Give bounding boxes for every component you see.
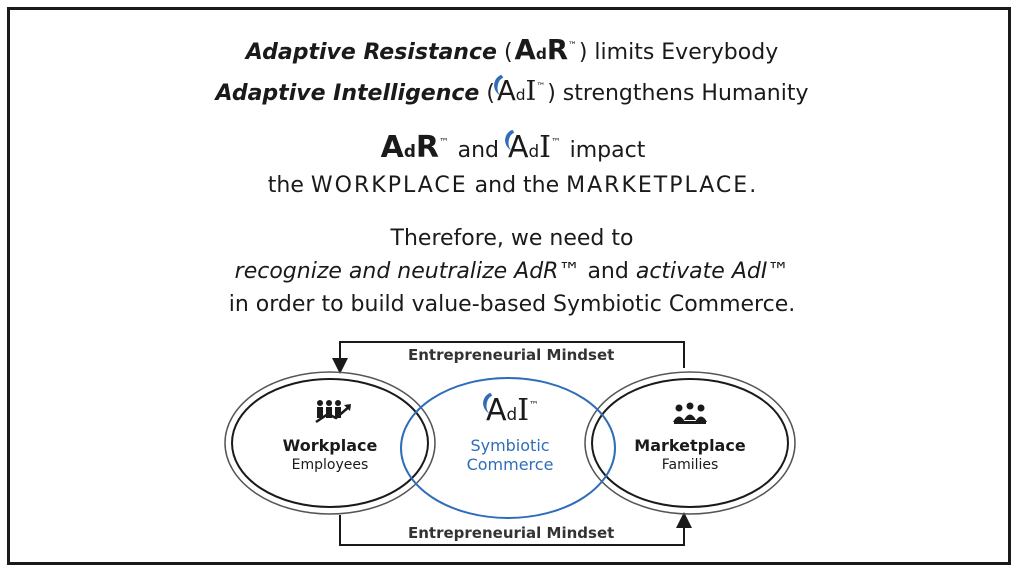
adaptive-intelligence-label: Adaptive Intelligence (215, 81, 480, 106)
top-mindset-label: Entrepreneurial Mindset (404, 346, 619, 364)
impact-line-2: the WORKPLACE and the MARKETPLACE. (0, 173, 1024, 198)
workplace-ellipse-inner (231, 378, 429, 508)
symbiotic-ellipse (400, 377, 616, 519)
marketplace-ellipse-outer (584, 371, 796, 515)
adi-logo: AdI™ (490, 70, 545, 106)
adr-logo: AdR™ (514, 34, 577, 66)
symbiotic-diagram: Entrepreneurial Mindset Entrepreneurial … (0, 330, 1024, 560)
and-text: and (450, 138, 506, 163)
adi-logo: AdI™ (501, 125, 561, 163)
paren-open: ( (503, 40, 513, 65)
workplace-ellipse-outer (224, 371, 436, 515)
workplace-label: Workplace Employees (250, 436, 410, 473)
period: . (749, 173, 757, 198)
headline-line-2: Adaptive Intelligence (AdI™) strengthens… (0, 70, 1024, 106)
symbiotic-commerce-label: Symbiotic Commerce (430, 436, 590, 474)
adaptive-resistance-label: Adaptive Resistance (245, 40, 497, 65)
marketplace-title: Marketplace (634, 436, 746, 455)
workplace-caps: WORKPLACE (310, 173, 468, 198)
impact-line-1: AdR™ and AdI™ impact (0, 125, 1024, 165)
people-growth-icon (314, 398, 354, 429)
paren-open: ( (486, 81, 495, 106)
and-the-text: and the (467, 173, 567, 198)
adr-logo: AdR™ (380, 130, 449, 165)
marketplace-caps: MARKETPLACE (566, 173, 750, 198)
commerce-text: Commerce (466, 455, 554, 474)
limits-everybody: limits Everybody (587, 40, 779, 65)
the-text: the (267, 173, 311, 198)
workplace-title: Workplace (282, 436, 378, 455)
impact-text: impact (562, 138, 646, 163)
paren-close: ) (547, 81, 556, 106)
paren-close: ) (578, 40, 588, 65)
group-meeting-icon (672, 402, 708, 431)
marketplace-ellipse-inner (591, 378, 789, 508)
headline-line-1: Adaptive Resistance (AdR™) limits Everyb… (0, 34, 1024, 66)
bottom-mindset-arrow (339, 512, 692, 546)
and-text: and (580, 259, 636, 284)
families-subtitle: Families (661, 457, 719, 473)
top-mindset-arrow (332, 341, 685, 374)
marketplace-label: Marketplace Families (610, 436, 770, 473)
recognize-text: recognize and neutralize AdR™ (234, 259, 581, 284)
bottom-mindset-label: Entrepreneurial Mindset (404, 524, 619, 542)
employees-subtitle: Employees (291, 457, 369, 473)
adi-logo: AdI™ (479, 388, 541, 426)
slide-frame (7, 7, 1011, 565)
diagram-svg (224, 341, 796, 546)
therefore-line-1: Therefore, we need to (390, 226, 634, 251)
therefore-line-3: in order to build value-based Symbiotic … (228, 292, 796, 317)
symbiotic-text: Symbiotic (470, 436, 550, 455)
strengthens-humanity: strengthens Humanity (555, 81, 809, 106)
activate-text: activate AdI™ (635, 259, 790, 284)
therefore-line-2: recognize and neutralize AdR™ and activa… (0, 259, 1024, 284)
